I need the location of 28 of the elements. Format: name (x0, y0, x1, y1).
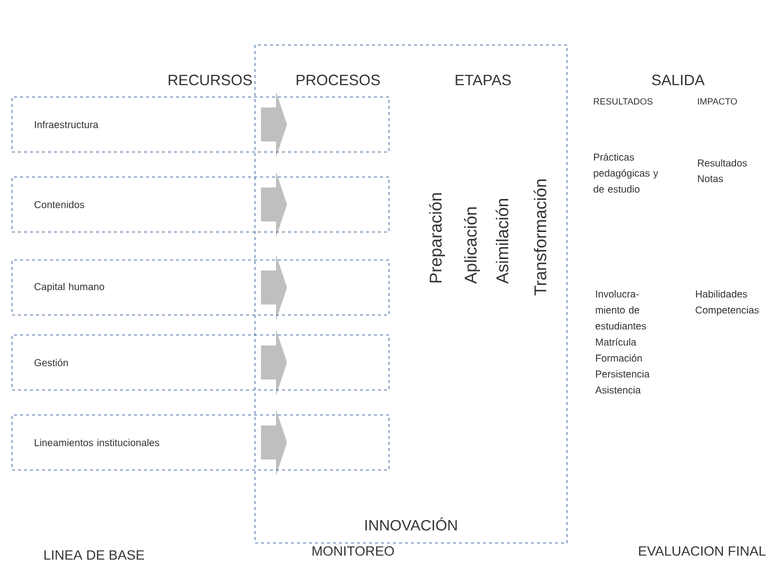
stage-label: Transformación (534, 179, 546, 296)
stage-label: Preparación (428, 193, 446, 282)
phase-label: EVALUACION FINAL (639, 546, 766, 556)
resource-box: Lineamientos institucionales (12, 414, 390, 470)
outcome-text: Formación (596, 354, 642, 362)
stage-label: Asimilación (496, 198, 508, 284)
resource-box: Gestión (12, 334, 390, 390)
footer-heading: INNOVACIÓN (365, 517, 457, 531)
column-heading: SALIDA (652, 74, 705, 86)
outcome-text: Habilidades (696, 290, 748, 298)
outcome-text: Involucra- miento de estudiantes (596, 290, 646, 330)
sub-heading: RESULTADOS (594, 98, 652, 105)
sub-heading: IMPACTO (698, 98, 737, 105)
phase-label: LINEA DE BASE (44, 550, 144, 560)
outcome-text: Resultados (698, 159, 747, 167)
outcome-text: Prácticas pedagógicas y de estudio (594, 153, 658, 193)
column-heading: PROCESOS (296, 74, 380, 86)
resource-box: Contenidos (12, 176, 390, 232)
resource-box: Capital humano (12, 260, 390, 316)
outcome-text: Matrícula (596, 338, 636, 346)
column-heading: RECURSOS (168, 74, 252, 86)
resource-box: Infraestructura (12, 96, 390, 152)
outcome-text: Notas (698, 175, 723, 182)
stage-label: Aplicación (464, 207, 480, 284)
column-heading: ETAPAS (456, 74, 511, 86)
outcome-text: Asistencia (595, 386, 641, 394)
outcome-text: Competencias (696, 306, 759, 316)
outcome-text: Persistencia (596, 370, 650, 378)
